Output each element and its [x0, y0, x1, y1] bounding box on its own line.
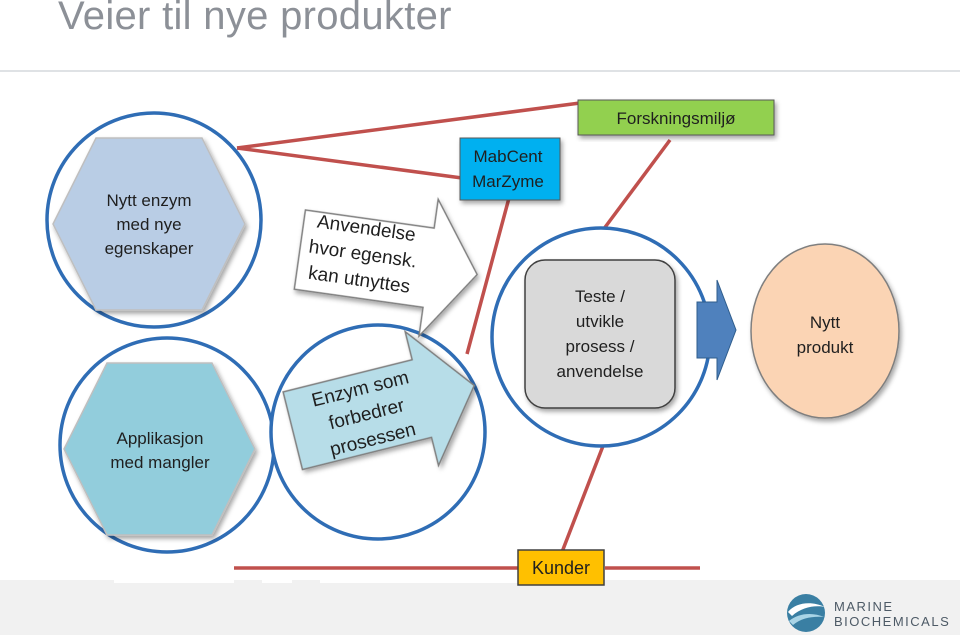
- arrow-bottom-shape: [282, 329, 476, 471]
- kunder-label: Kunder: [532, 558, 590, 578]
- hex-bottom-line: med mangler: [110, 453, 210, 472]
- footer-divider: [262, 580, 292, 583]
- arrow-bottom: [282, 329, 476, 471]
- mabcent-box: [459, 137, 561, 201]
- connector-line: [560, 445, 605, 553]
- test-line: anvendelse: [557, 362, 644, 381]
- test-line: utvikle: [576, 312, 624, 331]
- mabcent-line: MabCent: [474, 147, 543, 166]
- hexagon-application: [63, 362, 256, 536]
- logo-line2: BIOCHEMICALS: [834, 614, 951, 629]
- hex-bottom-line: Applikasjon: [117, 429, 204, 448]
- page-title: Veier til nye produkter: [58, 0, 452, 38]
- hex-top-line: egenskaper: [105, 239, 194, 258]
- title-divider: [0, 70, 960, 72]
- product-line: produkt: [797, 338, 854, 357]
- small-arrow-icon: [696, 279, 737, 381]
- footer-divider: [320, 580, 520, 583]
- forskning-box: [577, 99, 775, 136]
- test-line: Teste /: [575, 287, 625, 306]
- footer-divider: [114, 580, 234, 583]
- connector-line: [236, 146, 463, 180]
- hex-top-line: Nytt enzym: [106, 191, 191, 210]
- forskning-label: Forskningsmiljø: [616, 109, 735, 128]
- arrow-top: [293, 196, 479, 339]
- connector-lines: [234, 101, 700, 570]
- test-box: [524, 259, 676, 409]
- test-line: prosess /: [566, 337, 635, 356]
- mabcent-line: MarZyme: [472, 172, 544, 191]
- arrow-top-shape: [293, 196, 479, 339]
- hex-top-line: med nye: [116, 215, 181, 234]
- logo-line1: MARINE: [834, 599, 894, 614]
- connector-line: [601, 138, 672, 232]
- marine-biochemicals-logo-icon: [787, 594, 825, 632]
- kunder-box: [517, 549, 605, 586]
- product-line: Nytt: [810, 313, 841, 332]
- connector-line: [236, 101, 581, 150]
- connector-line: [465, 197, 511, 355]
- product-circle: [750, 243, 900, 419]
- hexagon-new-enzyme: [52, 137, 246, 311]
